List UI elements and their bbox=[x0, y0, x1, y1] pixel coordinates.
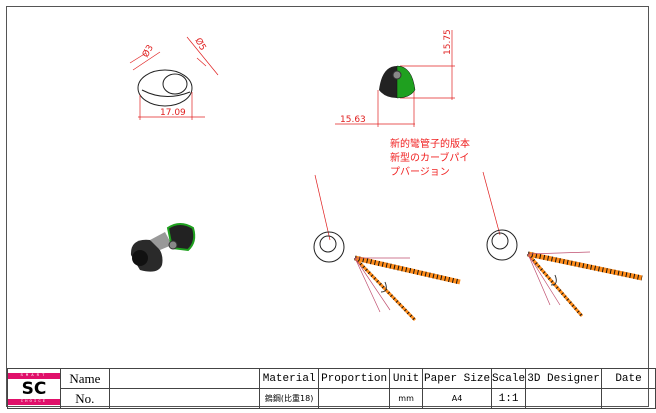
front-view bbox=[137, 69, 193, 107]
logo-top: SMART bbox=[8, 372, 60, 379]
no-label: No. bbox=[59, 388, 110, 409]
logo-bottom: CHOICE bbox=[8, 398, 60, 405]
dimension-d3: Ø3 bbox=[140, 43, 156, 60]
name-label: Name bbox=[59, 368, 110, 389]
exploded-view bbox=[130, 223, 196, 272]
dimension-17-09: 17.09 bbox=[160, 108, 186, 118]
unit-value: mm bbox=[389, 388, 424, 409]
no-value[interactable] bbox=[108, 388, 261, 409]
dimension-d5: Ø5 bbox=[192, 36, 208, 53]
date-value bbox=[601, 388, 656, 409]
side-view-shaded bbox=[379, 65, 416, 99]
header-scale: Scale bbox=[491, 368, 527, 389]
header-unit: Unit bbox=[389, 368, 424, 389]
lure-assembly-1 bbox=[313, 231, 461, 322]
note-line: プバージョン bbox=[390, 167, 450, 178]
scale-value: 1:1 bbox=[491, 388, 527, 409]
header-3d-designer: 3D Designer bbox=[525, 368, 603, 389]
company-logo: SMART SC CHOICE bbox=[7, 368, 61, 409]
header-paper-size: Paper Size bbox=[422, 368, 493, 389]
note-line: 新型のカーブパイ bbox=[390, 153, 470, 164]
lure-assembly-2 bbox=[486, 229, 643, 317]
header-material: Material bbox=[259, 368, 320, 389]
dimension-15-63: 15.63 bbox=[340, 115, 366, 125]
title-block: SMART SC CHOICE Name Material Proportion… bbox=[7, 368, 656, 409]
note-line: 新的彎管子的版本 bbox=[390, 139, 470, 150]
dimension-15-75: 15.75 bbox=[443, 29, 453, 55]
header-date: Date bbox=[601, 368, 656, 389]
paper-size-value: A4 bbox=[422, 388, 493, 409]
material-value: 鎢鋼(比重18) bbox=[259, 388, 320, 409]
proportion-value bbox=[318, 388, 391, 409]
designer-value bbox=[525, 388, 603, 409]
header-proportion: Proportion bbox=[318, 368, 391, 389]
revision-note: 新的彎管子的版本 新型のカーブパイ プバージョン bbox=[390, 138, 470, 180]
name-value[interactable] bbox=[108, 368, 261, 389]
dimension-lines bbox=[129, 30, 501, 241]
logo-main: SC bbox=[21, 378, 47, 399]
